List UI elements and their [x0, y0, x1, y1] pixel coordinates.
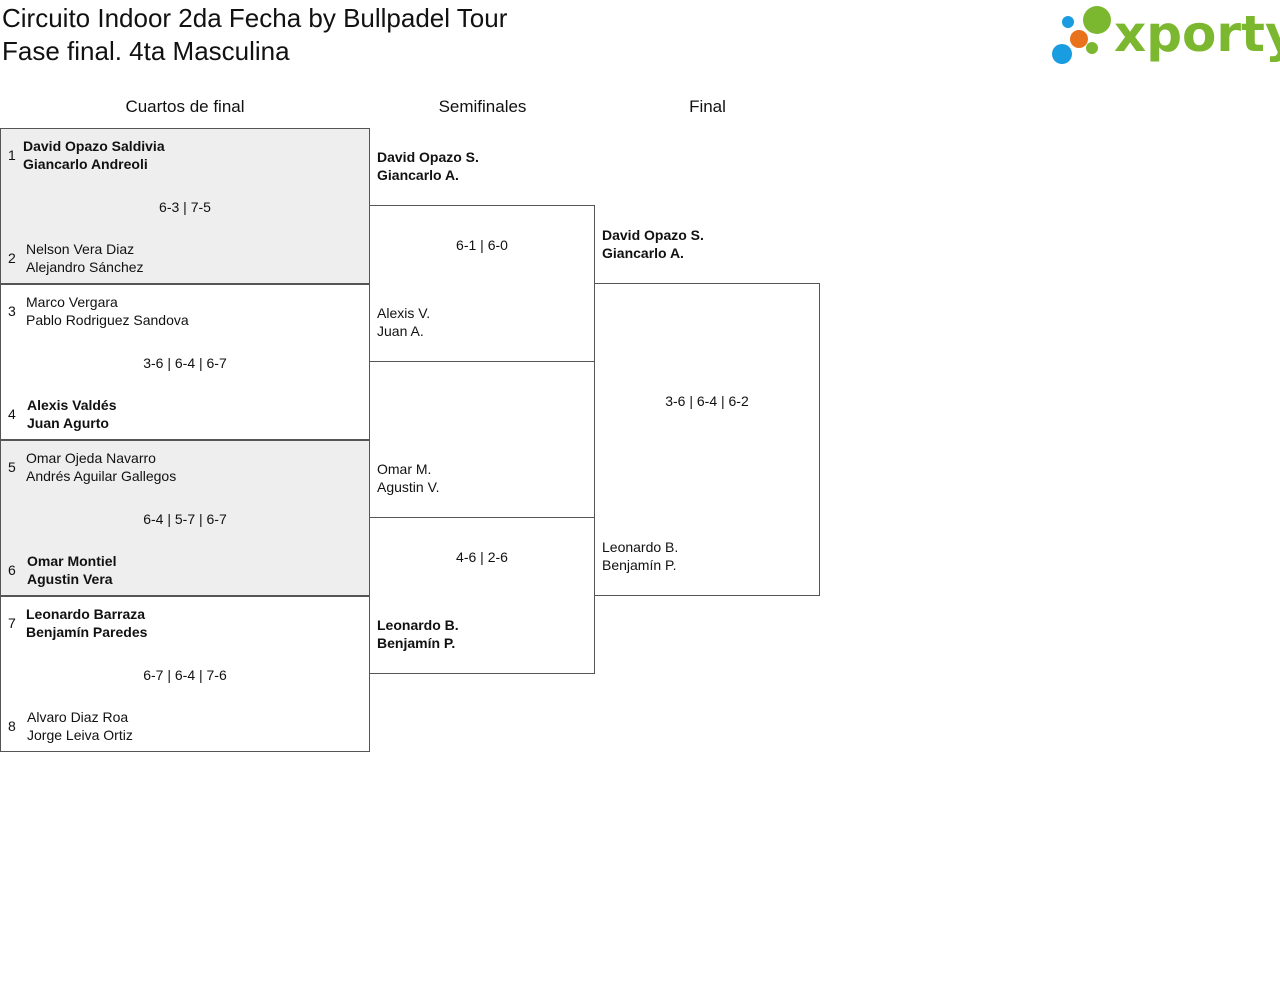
- team: Omar Ojeda Navarro Andrés Aguilar Galleg…: [26, 449, 176, 485]
- player-name: Nelson Vera Diaz: [26, 241, 135, 257]
- team: Omar M. Agustin V.: [377, 460, 440, 496]
- player-name: Agustin Vera: [27, 571, 113, 587]
- player-name: Benjamín Paredes: [26, 624, 148, 640]
- quarterfinal-match-1: 1 David Opazo Saldivia Giancarlo Andreol…: [0, 128, 370, 284]
- team-winner: David Opazo S. Giancarlo A.: [377, 148, 479, 184]
- player-name: Pablo Rodriguez Sandova: [26, 312, 189, 328]
- logo-dot-green-large: [1083, 6, 1111, 34]
- seed-number: 4: [8, 406, 16, 422]
- player-name: Benjamín P.: [377, 635, 456, 651]
- logo-dot-green-small: [1086, 42, 1098, 54]
- player-name: Alexis Valdés: [27, 397, 117, 413]
- player-name: Omar M.: [377, 461, 432, 477]
- player-name: Giancarlo A.: [377, 167, 459, 183]
- xporty-logo: xporty: [1050, 4, 1280, 66]
- player-name: Giancarlo Andreoli: [23, 156, 148, 172]
- final-bracket: [594, 283, 820, 596]
- seed-number: 6: [8, 562, 16, 578]
- semifinal-bracket-2: [369, 517, 595, 674]
- team-winner: Alexis Valdés Juan Agurto: [27, 396, 117, 432]
- match-score: 6-1 | 6-0: [456, 237, 508, 253]
- quarterfinal-match-3: 5 Omar Ojeda Navarro Andrés Aguilar Gall…: [0, 440, 370, 596]
- round-header-quarterfinals: Cuartos de final: [125, 97, 245, 116]
- team-winner: Omar Montiel Agustin Vera: [27, 552, 116, 588]
- match-score: 6-7 | 6-4 | 7-6: [143, 667, 227, 683]
- team: Alexis V. Juan A.: [377, 304, 430, 340]
- player-name: Juan Agurto: [27, 415, 109, 431]
- quarterfinal-match-2: 3 Marco Vergara Pablo Rodriguez Sandova …: [0, 284, 370, 440]
- player-name: David Opazo Saldivia: [23, 138, 165, 154]
- player-name: Alejandro Sánchez: [26, 259, 144, 275]
- match-score: 6-4 | 5-7 | 6-7: [143, 511, 227, 527]
- match-score: 6-3 | 7-5: [159, 199, 211, 215]
- player-name: Leonardo B.: [377, 617, 459, 633]
- player-name: David Opazo S.: [602, 227, 704, 243]
- player-name: Alexis V.: [377, 305, 431, 321]
- match-score: 3-6 | 6-4 | 6-7: [143, 355, 227, 371]
- quarterfinal-match-4: 7 Leonardo Barraza Benjamín Paredes 6-7 …: [0, 596, 370, 752]
- team: Leonardo B. Benjamín P.: [602, 538, 678, 574]
- player-name: Agustin V.: [377, 479, 440, 495]
- player-name: Leonardo B.: [602, 539, 679, 555]
- player-name: Omar Ojeda Navarro: [26, 450, 156, 466]
- player-name: Jorge Leiva Ortiz: [27, 727, 133, 743]
- seed-number: 7: [8, 615, 16, 631]
- match-score: 4-6 | 2-6: [456, 549, 508, 565]
- player-name: Giancarlo A.: [602, 245, 684, 261]
- player-name: Omar Montiel: [27, 553, 117, 569]
- team-winner: David Opazo S. Giancarlo A.: [602, 226, 704, 262]
- tournament-subtitle: Fase final. 4ta Masculina: [2, 36, 290, 66]
- tournament-title: Circuito Indoor 2da Fecha by Bullpadel T…: [2, 3, 508, 33]
- round-header-semifinals: Semifinales: [438, 97, 527, 116]
- seed-number: 1: [8, 147, 16, 163]
- team-winner: Leonardo B. Benjamín P.: [377, 616, 459, 652]
- seed-number: 8: [8, 718, 16, 734]
- team-winner: Leonardo Barraza Benjamín Paredes: [26, 605, 147, 641]
- logo-wordmark: xporty: [1114, 5, 1280, 63]
- seed-number: 5: [8, 459, 16, 475]
- seed-number: 3: [8, 303, 16, 319]
- round-header-final: Final: [689, 97, 726, 116]
- team: Marco Vergara Pablo Rodriguez Sandova: [26, 293, 189, 329]
- team: Alvaro Diaz Roa Jorge Leiva Ortiz: [27, 708, 133, 744]
- logo-dot-blue-small: [1062, 16, 1074, 28]
- logo-dot-blue-large: [1052, 44, 1072, 64]
- player-name: Marco Vergara: [26, 294, 118, 310]
- seed-number: 2: [8, 250, 16, 266]
- logo-dot-orange: [1070, 30, 1088, 48]
- team-winner: David Opazo Saldivia Giancarlo Andreoli: [23, 137, 165, 173]
- player-name: Leonardo Barraza: [26, 606, 146, 622]
- player-name: David Opazo S.: [377, 149, 479, 165]
- player-name: Juan A.: [377, 323, 424, 339]
- match-score: 3-6 | 6-4 | 6-2: [665, 393, 749, 409]
- player-name: Benjamín P.: [602, 557, 677, 573]
- player-name: Andrés Aguilar Gallegos: [26, 468, 177, 484]
- team: Nelson Vera Diaz Alejandro Sánchez: [26, 240, 144, 276]
- player-name: Alvaro Diaz Roa: [27, 709, 129, 725]
